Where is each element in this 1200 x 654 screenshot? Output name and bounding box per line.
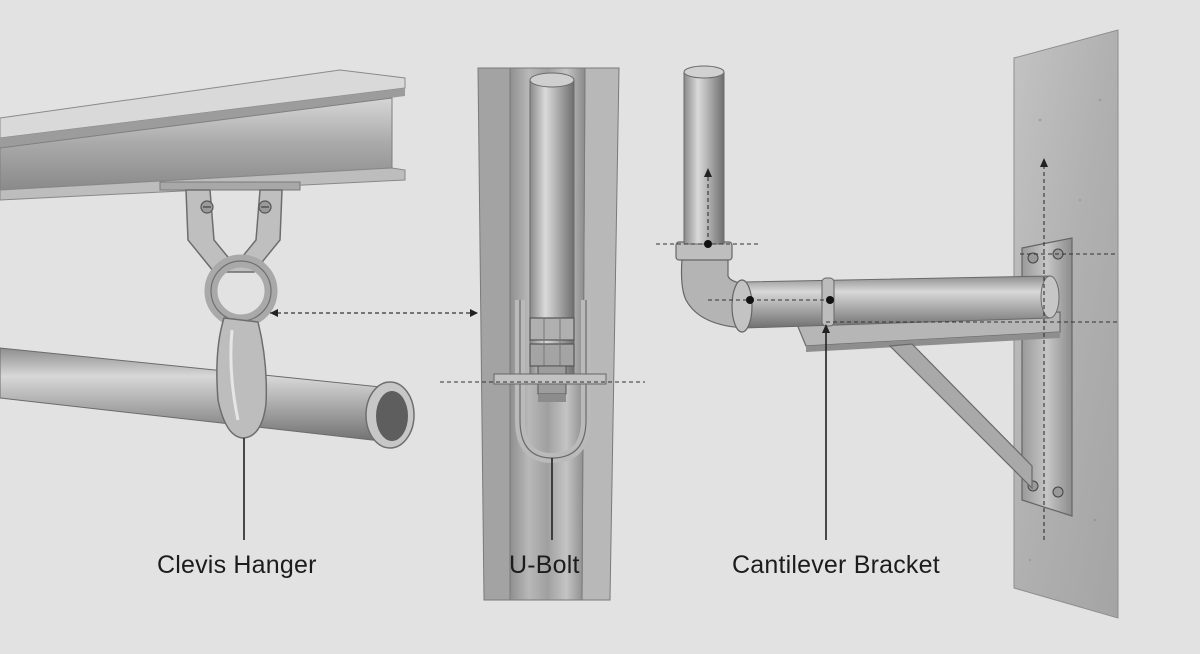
cantilever-bracket-assembly <box>656 30 1118 618</box>
pipe-clamp-strap <box>217 318 266 438</box>
u-bolt-label: U-Bolt <box>509 551 580 580</box>
cantilever-bracket-label: Cantilever Bracket <box>732 551 940 580</box>
bracket-brace <box>890 344 1032 488</box>
u-bolt-assembly <box>478 68 619 600</box>
i-beam <box>0 70 405 200</box>
clevis-hanger-label: Clevis Hanger <box>157 551 317 580</box>
clevis-hanger-assembly <box>0 70 414 540</box>
horizontal-pipe <box>0 348 414 448</box>
bracket-vertical-pipe <box>684 66 724 244</box>
